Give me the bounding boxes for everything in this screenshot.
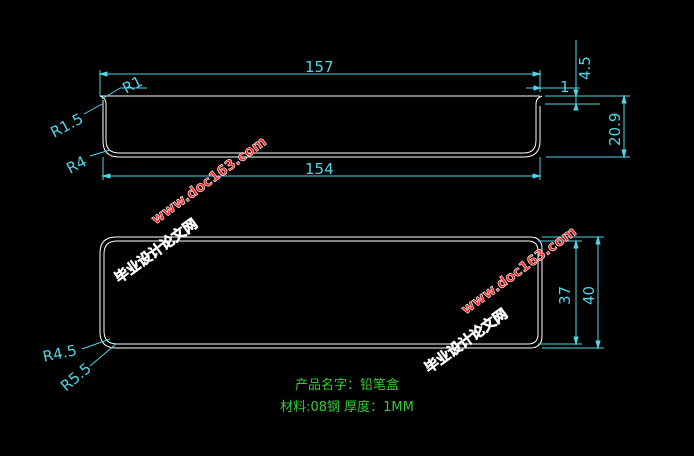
dim-offset-1: 1: [560, 78, 570, 96]
top-view-dimensions: [83, 40, 630, 180]
dim-20-9: 20.9: [606, 113, 624, 146]
radius-r1-5: R1.5: [47, 110, 86, 142]
radius-r1: R1: [119, 72, 145, 97]
radius-r4-5: R4.5: [41, 341, 78, 366]
dim-37: 37: [556, 286, 574, 305]
bottom-view-dimensions: [81, 235, 604, 367]
watermark-site: www.doc163.com: [149, 134, 270, 228]
material-line: 材料:08钢 厚度：1MM: [280, 400, 414, 415]
dim-40: 40: [580, 286, 598, 305]
radius-r4: R4: [63, 152, 89, 177]
top-view-profile: [99, 95, 543, 158]
dim-154: 154: [305, 160, 334, 178]
bottom-view-profile: [99, 236, 543, 349]
dim-4-5: 4.5: [576, 56, 594, 80]
dim-157: 157: [305, 58, 334, 76]
product-name-line: 产品名字：铅笔盒: [294, 378, 399, 393]
